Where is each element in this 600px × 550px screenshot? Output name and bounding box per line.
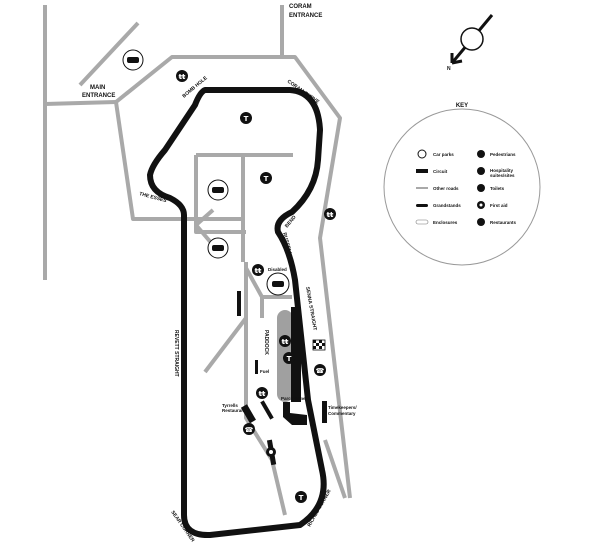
scrutineering-building [260,400,274,420]
svg-text:ŧŧ: ŧŧ [282,338,289,346]
key-label: Toilets [490,186,505,191]
first-aid-icon [266,447,276,457]
circuit-swatch [416,169,428,173]
disabled-parking-label: Disabled [268,267,287,272]
hospitality-icon: T [295,491,307,503]
svg-text:T: T [287,355,292,363]
parc-ferme-label: Parc Ferme [281,396,306,401]
svg-text:T: T [299,494,304,502]
timekeepers-label: Timekeepers/ [328,405,357,410]
key-label: Circuit [433,169,448,174]
grandstand-swatch [416,204,428,207]
senna-straight-label: SENNA STRAIGHT [304,286,318,331]
road-swatch [416,187,428,189]
car-park-icon[interactable] [122,49,144,71]
key-title: KEY [456,103,468,109]
restaurant-icon [477,218,485,226]
svg-text:ŧŧ: ŧŧ [327,211,334,219]
key-label: Car parks [433,152,454,157]
svg-text:ŧŧ: ŧŧ [259,390,266,398]
pedestrian-icon [477,150,485,158]
restaurant-icon: ☎ [243,423,255,435]
timekeepers-label: Commentary [328,411,356,416]
timekeepers-building [322,401,327,423]
russell-bend-label: RUSSELL [281,232,293,256]
hospitality-icon: T [260,172,272,184]
map-key: KEY Car parks Circuit Other roads Grands… [383,103,541,266]
restaurant-label: Tyrrells [222,403,238,408]
main-entrance-label: ENTRANCE [82,93,115,99]
compass-label: N [447,66,451,72]
key-label: Pedestrians [490,152,516,157]
restaurant-icon: ☎ [314,364,326,376]
grandstand [237,291,241,316]
enclosure-swatch [415,219,429,225]
coram-entrance-label: ENTRANCE [289,13,322,19]
grandstand [291,307,301,402]
hospitality-icon: T [283,352,295,364]
circuit-track [147,87,327,539]
toilet-icon: ŧŧ [324,208,336,220]
svg-text:ŧŧ: ŧŧ [255,267,262,275]
key-label: First aid [490,203,508,208]
car-icon [417,149,427,159]
key-label: Restaurants [490,220,517,225]
paddock-label: PADDOCK [263,330,269,355]
key-label: suites/sites [490,173,515,178]
key-label: Other roads [433,186,459,191]
key-label: Hospitality [490,168,514,173]
key-label: Grandstands [433,203,461,208]
coram-entrance-label: CORAM [289,4,312,10]
fuel-station [255,360,258,374]
hospitality-icon: T [240,112,252,124]
restaurant-label: Restaurant [222,408,246,413]
fuel-label: Fuel [260,369,269,374]
car-park-icon[interactable] [266,272,290,296]
compass-north-arrow: N [447,14,494,72]
toilet-icon: ŧŧ [256,387,268,399]
toilet-icon: ŧŧ [252,264,264,276]
main-entrance-label: MAIN [90,85,105,91]
key-label: Enclosures [433,220,458,225]
svg-text:T: T [244,115,249,123]
other-roads [43,5,352,516]
parc-ferme [283,402,307,425]
svg-text:ŧŧ: ŧŧ [179,73,186,81]
car-park-icon[interactable] [207,237,229,259]
restaurant-building [240,404,256,424]
start-finish-flag-icon [312,339,326,351]
toilet-icon [477,184,485,192]
toilet-icon: ŧŧ [176,70,188,82]
svg-text:☎: ☎ [316,367,325,375]
car-park-icon[interactable] [207,179,229,201]
revett-straight-label: REVETT STRAIGHT [173,330,179,377]
svg-text:☎: ☎ [245,426,254,434]
hospitality-icon [477,167,485,175]
toilet-icon: ŧŧ [279,335,291,347]
svg-text:T: T [264,175,269,183]
